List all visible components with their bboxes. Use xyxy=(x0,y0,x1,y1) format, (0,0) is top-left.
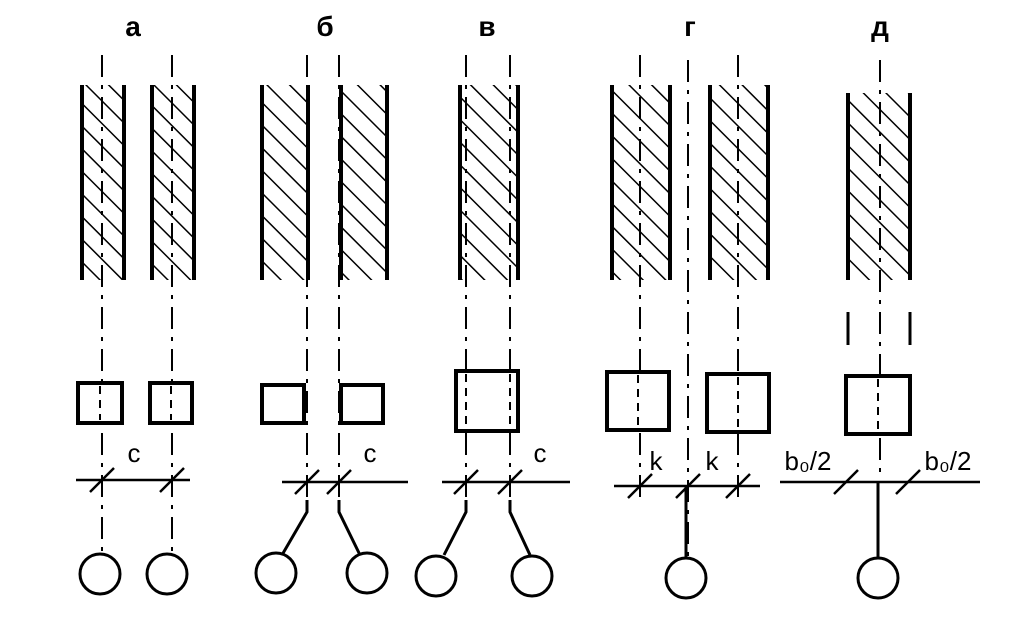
panel-label-e: д xyxy=(871,11,889,42)
pile-a-right xyxy=(145,552,189,596)
dimension-label-e-left: b₀/2 xyxy=(785,446,832,476)
panel-a xyxy=(76,55,196,596)
dimension-label-b: с xyxy=(364,438,377,468)
panel-label-b: б xyxy=(316,11,333,42)
dimension-label-c: с xyxy=(534,438,547,468)
panel-label-c: в xyxy=(478,11,495,42)
pile-b-right xyxy=(345,551,389,595)
panel-label-a: а xyxy=(125,11,141,42)
pillar-b-left xyxy=(260,383,306,425)
panel-c xyxy=(414,55,570,598)
panel-labels: а б в г д xyxy=(125,11,889,42)
pile-e xyxy=(856,556,900,600)
dimension-label-a: с xyxy=(128,438,141,468)
pile-d xyxy=(664,556,708,600)
panel-b xyxy=(254,55,408,595)
dimension-label-e-right: b₀/2 xyxy=(925,446,972,476)
dimension-label-d-left: k xyxy=(650,446,664,476)
wall-b-right xyxy=(341,85,387,280)
wall-c xyxy=(460,85,518,280)
pile-c-left xyxy=(414,554,458,598)
pillar-b-right xyxy=(339,383,385,425)
pile-b-left xyxy=(254,551,298,595)
panel-label-d: г xyxy=(684,11,696,42)
pile-c-right xyxy=(510,554,554,598)
dimension-label-d-right: k xyxy=(706,446,720,476)
pile-a-left xyxy=(78,552,122,596)
panel-e xyxy=(780,60,980,600)
panel-d xyxy=(605,55,771,600)
wall-b-left xyxy=(262,85,308,280)
